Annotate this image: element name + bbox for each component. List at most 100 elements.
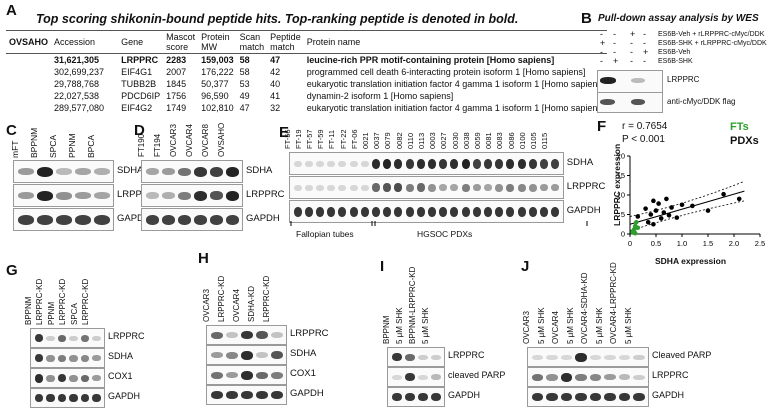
blot-lrpprc (527, 367, 649, 387)
lane-label: FT-57 (305, 129, 314, 149)
blot-label: SDHA (108, 351, 134, 361)
band (55, 215, 72, 225)
band (255, 372, 268, 379)
band (177, 192, 191, 200)
condition-label: ES6B-SHK + rLRPPRC-cMyc/DDK (658, 40, 767, 47)
band (450, 159, 459, 169)
table-cell-empty (6, 90, 51, 102)
pdx-point (679, 202, 685, 208)
band (360, 161, 369, 167)
band (618, 355, 630, 360)
band (450, 207, 459, 217)
band (506, 159, 515, 169)
table-cell: 49 (239, 91, 250, 101)
band (92, 355, 101, 361)
table-cell: 1749 (166, 103, 187, 113)
band (225, 352, 238, 359)
band (391, 375, 402, 380)
band (55, 192, 72, 200)
band (604, 374, 616, 380)
pdx-point (721, 191, 726, 197)
condition-sign: - (613, 47, 616, 57)
lane-label: LRPPRC-KD (261, 275, 271, 322)
band (575, 353, 587, 362)
lane-label: BPPNM (381, 315, 391, 344)
ft-point (635, 225, 641, 231)
blot-b-flag (597, 92, 663, 113)
table-cell: 58 (239, 67, 250, 77)
condition-sign: - (630, 38, 633, 48)
band (34, 374, 43, 383)
band (240, 391, 253, 399)
band (225, 167, 239, 177)
lane-label: 5 μM SHK (565, 307, 575, 344)
lane-label: 0081 (484, 132, 494, 149)
condition-sign: - (643, 56, 646, 66)
band (80, 355, 89, 362)
legend-fts: FTs (730, 121, 749, 133)
blot-gapdh (527, 387, 649, 407)
blot-lrpprc (13, 184, 114, 207)
regression-line (629, 190, 745, 225)
band (472, 159, 481, 169)
pdx-point (648, 212, 654, 217)
band (36, 215, 53, 225)
x-tick-label: 1.5 (703, 239, 713, 248)
band (405, 184, 414, 192)
band (93, 192, 110, 199)
condition-sign: - (630, 56, 633, 66)
band (69, 375, 78, 382)
band (439, 184, 448, 191)
band (417, 355, 428, 360)
lane-label: BPPNM (28, 127, 39, 158)
x-tick-label: 0.5 (651, 239, 661, 248)
ft-point (633, 220, 639, 225)
lane-label: LRPPRC-KD (216, 275, 226, 322)
label-b-flag: anti-cMyc/DDK flag (667, 97, 736, 106)
panel-label-c: C (6, 122, 17, 139)
band (472, 207, 481, 217)
band (430, 374, 441, 380)
band (327, 161, 336, 167)
lane-label: 0113 (417, 132, 426, 149)
panel-label-b: B (581, 10, 592, 27)
blot-lrpprc (387, 347, 445, 367)
condition-sign: + (600, 38, 606, 48)
lane-label: 5 μM SHK (623, 307, 633, 344)
band (349, 161, 358, 167)
panel-label-j: J (521, 258, 530, 275)
band (57, 355, 66, 362)
pdx-point (664, 196, 669, 202)
blot-gapdh (141, 208, 243, 231)
band (551, 184, 560, 191)
band (74, 192, 91, 199)
band (633, 375, 645, 380)
table-header-cell: Protein name (303, 30, 608, 54)
band (531, 393, 543, 401)
blot-label: LRPPRC (246, 188, 285, 200)
band (560, 393, 572, 401)
blot-label: GAPDH (246, 212, 280, 224)
band (416, 207, 425, 217)
blot-label: GAPDH (566, 204, 601, 216)
table-cell: 58 (239, 55, 250, 65)
blot-sdha (13, 160, 114, 183)
band (394, 159, 403, 169)
lane-label: LRPPRC-KD (81, 278, 91, 325)
lane-label: OVCAR4-LRPPRC-KD (609, 262, 619, 344)
band (255, 352, 268, 358)
pdx-point (656, 201, 661, 206)
band (315, 161, 325, 167)
lane-label: FT-11 (327, 129, 337, 149)
condition-label: ES6B-SHK (658, 58, 693, 65)
blot-label: Cleaved PARP (652, 350, 712, 360)
band (46, 394, 55, 402)
blot-label: LRPPRC (108, 331, 145, 341)
band (472, 184, 481, 191)
band (34, 334, 43, 342)
band (34, 354, 43, 362)
band (439, 207, 448, 217)
table-cell: 302,699,237 (54, 67, 105, 77)
condition-label: ES6B-Veh (658, 49, 691, 56)
band (69, 336, 78, 341)
